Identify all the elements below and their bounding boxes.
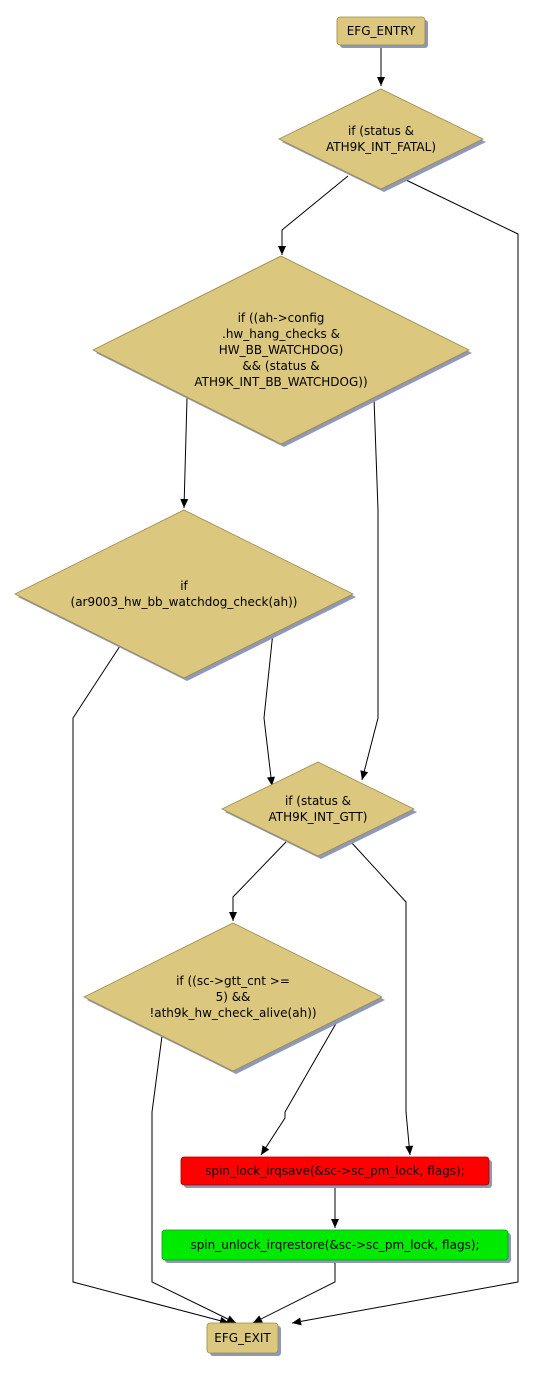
node-label-line: if ((sc->gtt_cnt >= bbox=[176, 974, 290, 988]
node-label-line: (ar9003_hw_bb_watchdog_check(ah)) bbox=[71, 595, 298, 609]
edge-watchdog-to-wdcheck bbox=[180, 397, 189, 509]
edge-arrowhead bbox=[331, 1219, 339, 1228]
node-box bbox=[161, 1229, 509, 1261]
edge-fatal-to-watchdog bbox=[278, 175, 349, 255]
node-label-line: .hw_hang_checks & bbox=[222, 327, 340, 341]
edge-gttcnt-to-exit bbox=[151, 1035, 237, 1324]
edge-arrowhead bbox=[226, 1315, 236, 1323]
edge-arrowhead bbox=[253, 1315, 263, 1323]
node-label-line: ATH9K_INT_FATAL) bbox=[326, 140, 436, 154]
node-label-line: if ((ah->config bbox=[238, 311, 325, 325]
edge-arrowhead bbox=[266, 776, 275, 786]
condition-gtt-node: if (status & ATH9K_INT_GTT) bbox=[221, 761, 417, 859]
edge-arrowhead bbox=[180, 498, 189, 508]
node-label-line: if (status & bbox=[285, 794, 351, 808]
edge-lock-to-unlock bbox=[331, 1185, 339, 1228]
entry-node: EFG_ENTRY bbox=[336, 16, 428, 48]
node-diamond bbox=[14, 509, 354, 679]
node-label-line: HW_BB_WATCHDOG) bbox=[219, 343, 344, 357]
node-diamond bbox=[221, 761, 415, 857]
edge-arrowhead bbox=[377, 77, 385, 86]
exit-node: EFG_EXIT bbox=[206, 1322, 281, 1356]
edge-unlock-to-exit bbox=[252, 1260, 336, 1324]
edge-arrowhead bbox=[292, 1317, 302, 1326]
edge-gtt-to-gttcnt bbox=[229, 841, 287, 921]
node-label-line: !ath9k_hw_check_alive(ah)) bbox=[149, 1006, 316, 1020]
edge-line bbox=[151, 1035, 237, 1324]
edge-arrowhead bbox=[278, 246, 286, 255]
condition-gtt-count-node: if ((sc->gtt_cnt >= 5) && !ath9k_hw_check_… bbox=[83, 922, 385, 1074]
condition-watchdog-check-node: if (ar9003_hw_bb_watchdog_check(ah)) bbox=[14, 509, 356, 681]
edge-line bbox=[183, 397, 188, 509]
edge-arrowhead bbox=[261, 1145, 270, 1155]
node-box bbox=[206, 1322, 279, 1354]
node-label-line: ATH9K_INT_GTT) bbox=[269, 810, 368, 824]
edge-line bbox=[72, 645, 230, 1324]
node-label-line: spin_unlock_irqrestore(&sc->sc_pm_lock, … bbox=[190, 1238, 479, 1252]
spin-lock-node: spin_lock_irqsave(&sc->sc_pm_lock, flags… bbox=[180, 1156, 492, 1188]
edge-entry-to-fatal bbox=[377, 45, 385, 86]
edge-line bbox=[361, 397, 379, 781]
node-label-line: if (status & bbox=[348, 124, 414, 138]
node-label-line: EFG_ENTRY bbox=[347, 24, 416, 38]
edge-line bbox=[291, 179, 519, 1324]
edge-line bbox=[281, 175, 349, 255]
edges-layer bbox=[72, 45, 519, 1326]
node-label-line: if bbox=[180, 579, 188, 593]
node-label-line: EFG_EXIT bbox=[214, 1331, 271, 1345]
node-box bbox=[336, 16, 426, 46]
edge-line bbox=[350, 841, 411, 1156]
node-label-line: && (status & bbox=[242, 359, 319, 373]
edge-wdcheck-to-gtt bbox=[263, 631, 275, 787]
node-label-line: spin_lock_irqsave(&sc->sc_pm_lock, flags… bbox=[205, 1164, 465, 1178]
condition-watchdog-node: if ((ah->config .hw_hang_checks & HW_BB_WA… bbox=[92, 255, 472, 447]
node-diamond bbox=[83, 922, 383, 1072]
node-box bbox=[180, 1156, 490, 1186]
edge-fatal-to-exit bbox=[291, 179, 519, 1326]
node-diamond bbox=[92, 255, 470, 445]
edge-arrowhead bbox=[229, 912, 237, 921]
edge-arrowhead bbox=[405, 1145, 414, 1155]
edge-gttcnt-to-lock bbox=[260, 1019, 339, 1156]
edge-watchdog-to-gtt bbox=[360, 397, 379, 781]
edge-line bbox=[260, 1019, 339, 1156]
condition-fatal-node: if (status & ATH9K_INT_FATAL) bbox=[278, 88, 486, 192]
node-label-line: 5) && bbox=[216, 990, 251, 1004]
edge-line bbox=[252, 1260, 336, 1324]
node-diamond bbox=[278, 88, 484, 190]
edge-line bbox=[232, 841, 287, 921]
edge-arrowhead bbox=[360, 770, 369, 780]
node-label-line: ATH9K_INT_BB_WATCHDOG)) bbox=[194, 375, 367, 389]
edge-gtt-to-lock bbox=[350, 841, 414, 1156]
spin-unlock-node: spin_unlock_irqrestore(&sc->sc_pm_lock, … bbox=[161, 1229, 511, 1263]
edge-line bbox=[263, 631, 274, 787]
